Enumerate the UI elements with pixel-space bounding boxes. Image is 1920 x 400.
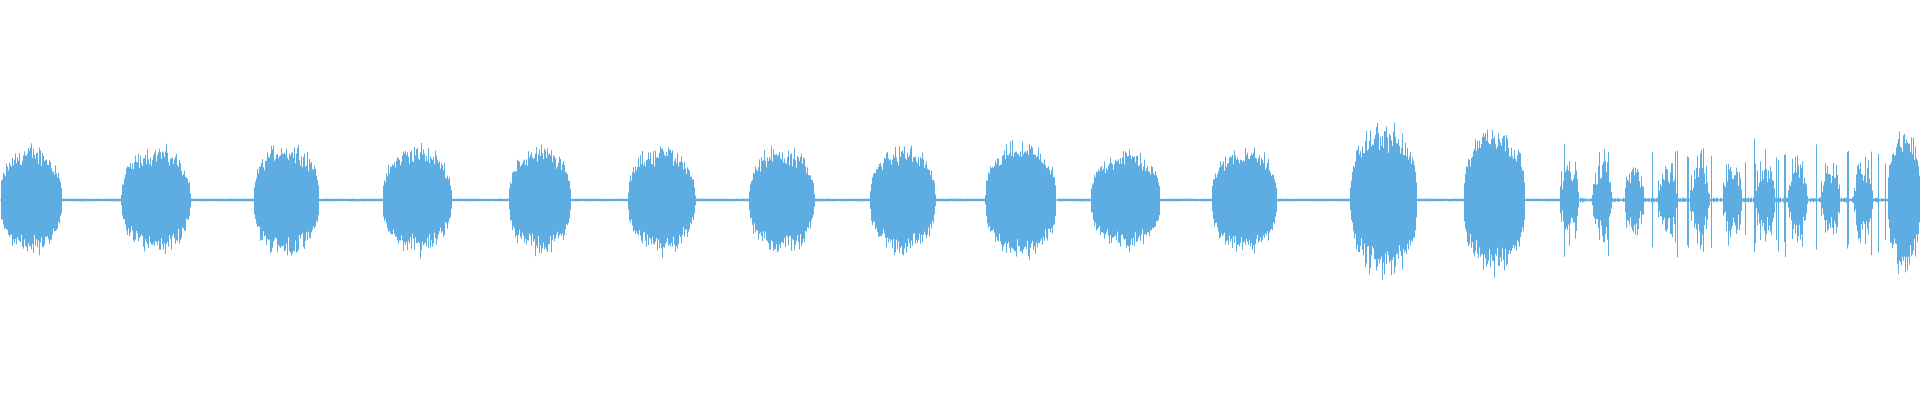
waveform-samples xyxy=(1,122,1920,280)
